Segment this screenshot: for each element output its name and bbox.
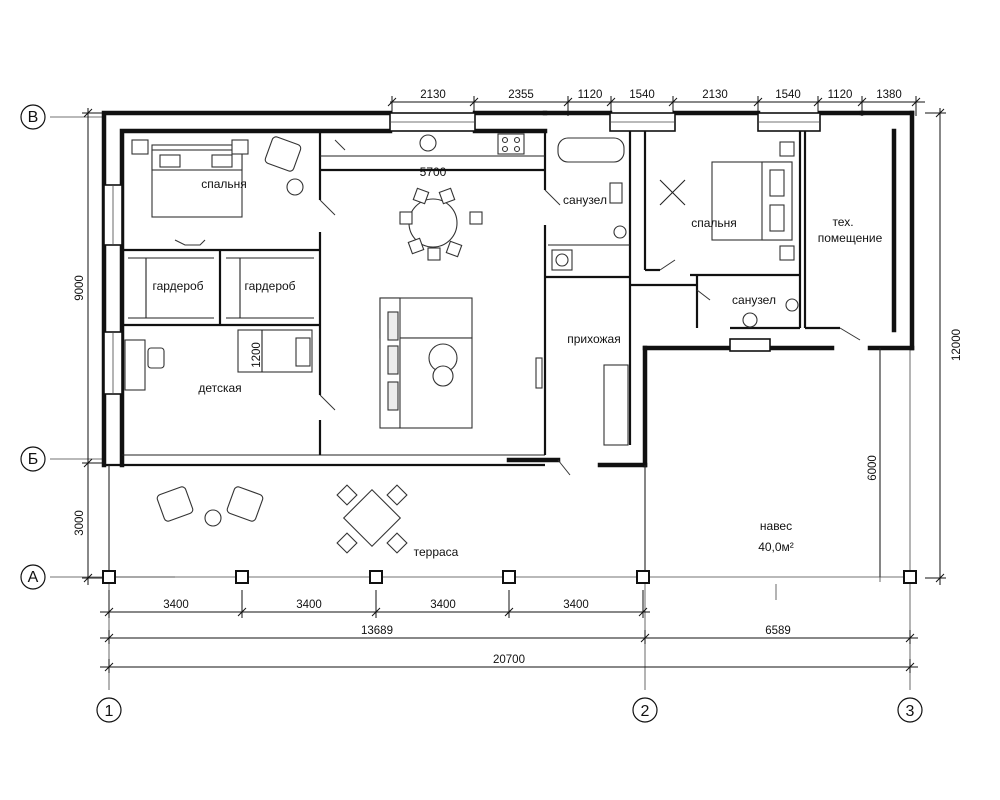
windows: [103, 112, 821, 395]
dim-bottom-6: 6589: [765, 625, 791, 637]
svg-text:А: А: [28, 569, 39, 586]
interior-walls: [122, 131, 840, 455]
dim-top-3: 1120: [578, 89, 603, 101]
axis-bubble-b: Б: [20, 446, 46, 472]
svg-text:В: В: [28, 109, 39, 126]
axis-bubble-2: 2: [632, 697, 658, 723]
label-nursery: детская: [198, 381, 241, 395]
label-tech-room-1: тех.: [832, 215, 853, 229]
kitchen: [320, 133, 545, 157]
dimension-chain-bottom: 3400 3400 3400 3400 13689 6589 20700: [100, 590, 918, 673]
label-bedroom-left: спальня: [201, 177, 247, 191]
column-3: [369, 570, 383, 584]
column-4: [502, 570, 516, 584]
dimension-chain-top: 2130 2355 1120 1540 2130 1540 1120 1380: [387, 89, 925, 116]
dining-table: [399, 187, 483, 261]
dim-right-1: 12000: [951, 329, 963, 361]
column-1: [102, 570, 116, 584]
label-bathroom-2: санузел: [732, 293, 776, 307]
svg-text:3: 3: [906, 703, 915, 720]
dim-bottom-1: 3400: [163, 599, 189, 611]
axis-bubble-v: В: [20, 104, 46, 130]
dim-top-5: 2130: [702, 89, 728, 101]
dimension-chain-left: 9000 3000: [74, 108, 106, 585]
wardrobe-left: [128, 257, 214, 319]
label-terrace: терраса: [414, 545, 459, 559]
dim-top-8: 1380: [876, 89, 902, 101]
dim-top-1: 2130: [420, 89, 446, 101]
dim-bottom-5: 13689: [361, 625, 393, 637]
bed-left: [131, 139, 249, 246]
svg-text:1: 1: [105, 703, 114, 720]
label-canopy-area: 40,0м²: [758, 540, 794, 554]
dim-left-1: 9000: [74, 275, 86, 301]
dim-bottom-4: 3400: [563, 599, 589, 611]
wardrobe-right: [226, 257, 314, 319]
terrace-structure: [102, 348, 917, 600]
column-2: [235, 570, 249, 584]
label-wardrobe-1: гардероб: [152, 279, 203, 293]
dim-top-7: 1120: [828, 89, 853, 101]
dim-bottom-3: 3400: [430, 599, 456, 611]
label-bathroom-1: санузел: [563, 193, 607, 207]
doors: [319, 189, 861, 476]
axis-bubble-3: 3: [897, 697, 923, 723]
label-canopy: навес: [760, 519, 792, 533]
dim-left-2: 3000: [74, 510, 86, 536]
bathroom-2-fixtures: [742, 298, 799, 328]
dim-bottom-2: 3400: [296, 599, 322, 611]
terrace-dining: [336, 484, 408, 554]
svg-text:2: 2: [641, 703, 650, 720]
label-bedroom-right: спальня: [691, 216, 737, 230]
axis-bubble-1: 1: [96, 697, 122, 723]
armchair-bedroom: [264, 136, 304, 196]
dim-top-2: 2355: [508, 89, 534, 101]
axis-bubble-a: А: [20, 564, 46, 590]
bathroom-1-fixtures: [548, 137, 630, 271]
label-wardrobe-2: гардероб: [244, 279, 295, 293]
terrace-lounge: [156, 486, 264, 527]
label-tech-room-2: помещение: [818, 231, 883, 245]
room-labels: спальня гардероб гардероб детская 1200 5…: [152, 165, 882, 559]
svg-text:Б: Б: [28, 451, 39, 468]
dim-top-6: 1540: [775, 89, 801, 101]
dim-top-4: 1540: [629, 89, 655, 101]
label-hall: прихожая: [567, 332, 620, 346]
label-nursery-desk: 1200: [251, 342, 263, 368]
bed-right: [659, 141, 795, 261]
column-6: [903, 570, 917, 584]
label-living-width: 5700: [420, 165, 447, 179]
dim-bottom-7: 20700: [493, 654, 525, 666]
nursery-furniture: [124, 329, 313, 391]
sofa: [379, 297, 473, 429]
dimension-chain-right: 12000 6000: [867, 108, 963, 585]
column-5: [636, 570, 650, 584]
dim-right-2: 6000: [867, 455, 879, 481]
hall-wardrobe: [603, 364, 629, 446]
